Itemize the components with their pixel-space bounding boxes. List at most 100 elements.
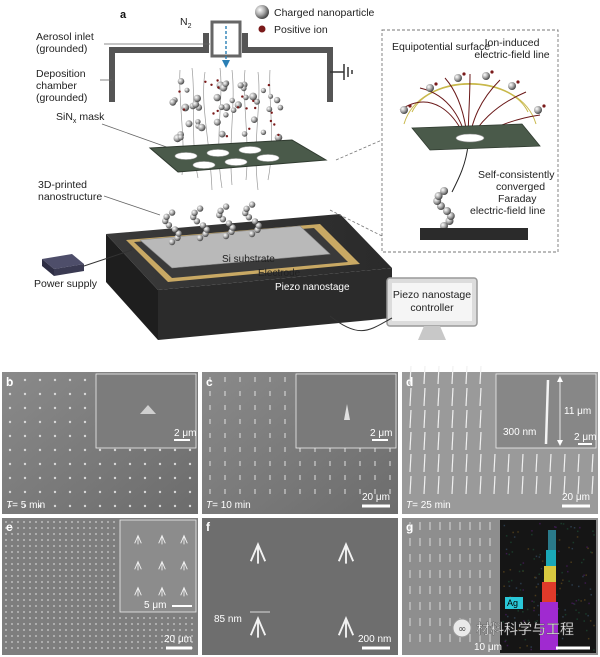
eds-pixel [505, 613, 507, 616]
sem-dot [5, 557, 7, 559]
sem-dot [68, 448, 72, 452]
eds-pixel [505, 548, 508, 551]
tripod [249, 615, 267, 638]
sem-dot [131, 629, 133, 631]
sem-dot [8, 490, 12, 494]
eds-pixel [593, 624, 595, 627]
inset-ion [516, 80, 520, 84]
legend-charged-nanoparticle: Charged nanoparticle [274, 7, 375, 19]
inset-stack-particle [434, 192, 443, 200]
sem-wire [451, 431, 454, 451]
sem-dot [53, 611, 55, 613]
nanostructure-particle [243, 205, 250, 212]
sem-dot [41, 575, 43, 577]
sem-dot [119, 623, 121, 625]
ion [212, 112, 215, 115]
sem-dot [131, 635, 133, 637]
sem-dot [5, 521, 7, 523]
eds-pixel [541, 560, 544, 562]
sem-dot [125, 617, 127, 619]
gas-label: N2 [180, 16, 192, 30]
eds-pixel [562, 616, 564, 618]
sem-dot [5, 551, 7, 553]
sem-dot [167, 623, 169, 625]
sem-dot [77, 593, 79, 595]
watermark-text: 材料科学与工程 [476, 622, 574, 638]
panel-c: 2 μm 20 μm c T= 10 min [202, 372, 398, 514]
sem-dot [5, 593, 7, 595]
sem-dot [41, 521, 43, 523]
sem-dot [41, 539, 43, 541]
sem-dot [35, 527, 37, 529]
sem-dot [77, 611, 79, 613]
sem-wire [423, 387, 426, 407]
sem-dot [38, 434, 42, 438]
inset-stack-particle [440, 187, 449, 195]
sem-dot [35, 623, 37, 625]
eds-pixel [508, 580, 510, 583]
sem-dot [59, 551, 61, 553]
sem-wire [535, 453, 538, 473]
eds-pixel [537, 583, 539, 585]
sem-dot [29, 611, 31, 613]
sem-dot [23, 490, 27, 494]
sem-dot [83, 551, 85, 553]
sem-dot [128, 462, 132, 466]
sem-dot [8, 434, 12, 438]
sem-dot [41, 635, 43, 637]
mask-holes [174, 146, 280, 169]
sem-dot [35, 617, 37, 619]
sem-dot [83, 420, 87, 424]
inset-particle [400, 106, 408, 114]
nanostructure-particle [222, 203, 230, 210]
eds-pixel [557, 607, 559, 610]
sem-dot [107, 533, 109, 535]
sem-dot [149, 617, 151, 619]
sem-dot [107, 611, 109, 613]
sem-dot [179, 641, 181, 643]
eds-pixel [518, 570, 521, 573]
sem-dot [101, 623, 103, 625]
sem-dot [89, 611, 91, 613]
sem-dot [95, 563, 97, 565]
sem-dot [17, 587, 19, 589]
eds-pixel [558, 550, 560, 553]
eds-pixel [585, 613, 587, 615]
eds-pixel [571, 584, 573, 586]
nanoparticle [192, 100, 200, 108]
eds-pixel [571, 547, 574, 550]
sem-dot [173, 635, 175, 637]
sem-dot [41, 593, 43, 595]
tripod [158, 586, 166, 597]
panel-letter-g: g [406, 520, 413, 534]
sem-dot [77, 557, 79, 559]
sem-dot [23, 533, 25, 535]
nanoparticle [218, 130, 226, 138]
sem-dot [113, 462, 117, 466]
eds-pixel [508, 585, 511, 587]
sem-dot [38, 448, 42, 452]
sem-wire [437, 431, 440, 451]
sem-dot [71, 587, 73, 589]
sem-dot [113, 504, 117, 508]
sem-dot [53, 557, 55, 559]
sem-wire [535, 475, 538, 495]
sem-dot [101, 647, 103, 649]
eds-pixel [519, 589, 522, 591]
sem-wire [423, 409, 426, 429]
sem-dot [101, 539, 103, 541]
eds-pixel [522, 589, 524, 591]
sem-dot [29, 629, 31, 631]
sem-dot [173, 476, 177, 480]
sem-dot [107, 617, 109, 619]
sem-dot [29, 551, 31, 553]
eds-pixel [532, 548, 535, 551]
sem-dot [113, 581, 115, 583]
sem-dot [113, 551, 115, 553]
sem-dot [59, 629, 61, 631]
scale-g: 10 μm [474, 642, 502, 653]
height-d: 11 μm [564, 406, 591, 417]
sem-dot [89, 647, 91, 649]
sem-dot [38, 420, 42, 424]
